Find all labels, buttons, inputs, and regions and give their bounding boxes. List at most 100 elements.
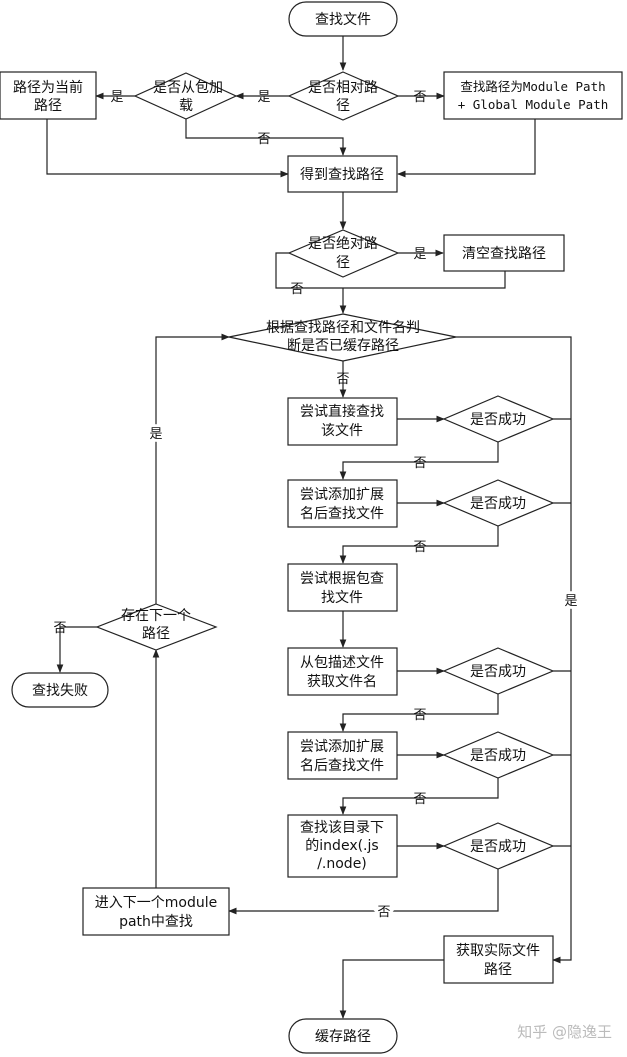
edge-current-to-getpath [46, 119, 289, 178]
svg-text:查找文件: 查找文件 [315, 12, 371, 28]
edge-nextpath-no [56, 626, 97, 673]
svg-text:尝试添加扩展: 尝试添加扩展 [300, 739, 384, 755]
node-success-3: 是否成功 [442, 647, 555, 695]
svg-text:是否成功: 是否成功 [470, 412, 526, 428]
svg-text:从包描述文件: 从包描述文件 [300, 655, 384, 671]
edge-nextpath-yes [155, 333, 230, 604]
svg-text:获取文件名: 获取文件名 [307, 674, 377, 690]
svg-text:路径为当前: 路径为当前 [13, 79, 83, 96]
label-absolute-no: 否 [290, 282, 303, 297]
node-success-2: 是否成功 [442, 479, 555, 527]
label-s2-no: 否 [413, 540, 426, 555]
edge-realpath-to-cache [339, 959, 444, 1019]
label-cache-no: 否 [336, 372, 349, 387]
edge-modulepath-to-getpath [397, 119, 536, 178]
node-find-index: 查找该目录下 的index(.js /.node) [287, 814, 398, 878]
edge-s3-no [339, 694, 499, 732]
svg-text:/.node): /.node) [317, 856, 367, 872]
edge-cache-to-realpath [456, 336, 572, 964]
node-package-decision: 是否从包加 载 [133, 72, 238, 120]
label-nextpath-yes: 是 [149, 427, 162, 442]
edge-labels: 是 否 是 否 是 否 否 否 否 是 否 否 否 是 否 [53, 90, 580, 923]
svg-text:名后查找文件: 名后查找文件 [300, 758, 384, 774]
svg-text:根据查找路径和文件名判: 根据查找路径和文件名判 [266, 320, 420, 336]
svg-text:载: 载 [179, 98, 193, 114]
edge-s2-no [339, 526, 499, 564]
node-real-path: 获取实际文件 路径 [443, 935, 554, 984]
label-nextpath-no: 否 [53, 621, 66, 636]
svg-text:路径: 路径 [484, 962, 512, 978]
edge-clear-to-merge [343, 271, 506, 289]
node-cache-path: 缓存路径 [288, 1018, 398, 1054]
svg-text:查找路径为Module Path: 查找路径为Module Path [460, 79, 605, 94]
svg-text:径: 径 [336, 98, 350, 114]
svg-text:是否成功: 是否成功 [470, 839, 526, 855]
svg-text:是否成功: 是否成功 [470, 496, 526, 512]
label-s4-no: 否 [413, 792, 426, 807]
svg-text:径: 径 [336, 255, 350, 271]
label-package-no: 否 [257, 132, 270, 147]
svg-text:尝试根据包查: 尝试根据包查 [300, 571, 384, 587]
svg-text:的index(.js: 的index(.js [305, 838, 378, 854]
node-success-1: 是否成功 [442, 395, 555, 443]
node-package-desc: 从包描述文件 获取文件名 [287, 647, 398, 696]
svg-text:查找该目录下: 查找该目录下 [300, 820, 384, 836]
svg-text:得到查找路径: 得到查找路径 [300, 166, 384, 183]
svg-text:获取实际文件: 获取实际文件 [456, 943, 540, 959]
svg-text:清空查找路径: 清空查找路径 [462, 246, 546, 262]
node-cache-decision: 根据查找路径和文件名判 断是否已缓存路径 [228, 313, 457, 362]
svg-text:断是否已缓存路径: 断是否已缓存路径 [287, 338, 399, 354]
node-relative-decision: 是否相对路 径 [287, 71, 400, 121]
svg-text:尝试添加扩展: 尝试添加扩展 [300, 487, 384, 503]
label-s5-no: 否 [377, 905, 390, 920]
svg-text:查找失败: 查找失败 [32, 683, 88, 699]
svg-text:path中查找: path中查找 [119, 914, 193, 930]
node-fail: 查找失败 [11, 672, 109, 708]
node-try-package: 尝试根据包查 找文件 [287, 563, 398, 612]
svg-text:该文件: 该文件 [321, 423, 363, 439]
svg-text:+ Global Module Path: + Global Module Path [458, 97, 609, 112]
node-get-path: 得到查找路径 [287, 155, 398, 193]
svg-text:是否成功: 是否成功 [470, 664, 526, 680]
watermark: 知乎 @隐逸王 [517, 1023, 612, 1041]
label-relative-yes: 是 [257, 90, 270, 105]
svg-text:路径: 路径 [34, 98, 62, 114]
label-package-yes: 是 [110, 90, 123, 105]
node-success-5: 是否成功 [442, 822, 555, 870]
edge-s4-no [339, 778, 499, 815]
node-try-ext-2: 尝试添加扩展 名后查找文件 [287, 731, 398, 780]
svg-text:存在下一个: 存在下一个 [121, 608, 191, 624]
svg-text:尝试直接查找: 尝试直接查找 [300, 403, 384, 420]
edge-s1-no [339, 442, 499, 480]
node-start: 查找文件 [288, 1, 398, 37]
node-current-path: 路径为当前 路径 [0, 71, 97, 120]
svg-text:是否成功: 是否成功 [470, 748, 526, 764]
edge-package-to-getpath [185, 119, 347, 156]
label-relative-no: 否 [413, 90, 426, 105]
svg-text:路径: 路径 [142, 626, 170, 642]
node-try-ext-1: 尝试添加扩展 名后查找文件 [287, 479, 398, 528]
edge-absolute-no [275, 252, 343, 289]
svg-text:是否相对路: 是否相对路 [308, 80, 378, 96]
svg-text:缓存路径: 缓存路径 [315, 1029, 371, 1045]
label-spine-yes: 是 [564, 594, 577, 609]
node-next-module: 进入下一个module path中查找 [82, 887, 230, 936]
node-clear-path: 清空查找路径 [443, 234, 565, 272]
svg-text:是否绝对路: 是否绝对路 [308, 236, 378, 252]
label-absolute-yes: 是 [413, 247, 426, 262]
svg-text:进入下一个module: 进入下一个module [95, 895, 217, 911]
node-success-4: 是否成功 [442, 731, 555, 779]
edge-s5-to-nextmodule [228, 869, 499, 915]
label-s1-no: 否 [413, 456, 426, 471]
svg-text:找文件: 找文件 [321, 590, 363, 606]
label-s3-no: 否 [413, 708, 426, 723]
edges [46, 36, 572, 1019]
svg-text:名后查找文件: 名后查找文件 [300, 506, 384, 522]
node-next-path-decision: 存在下一个 路径 [95, 603, 218, 651]
node-try-direct: 尝试直接查找 该文件 [287, 397, 398, 446]
node-absolute-decision: 是否绝对路 径 [287, 229, 400, 278]
node-module-path: 查找路径为Module Path + Global Module Path [443, 71, 623, 120]
svg-text:是否从包加: 是否从包加 [153, 80, 223, 96]
